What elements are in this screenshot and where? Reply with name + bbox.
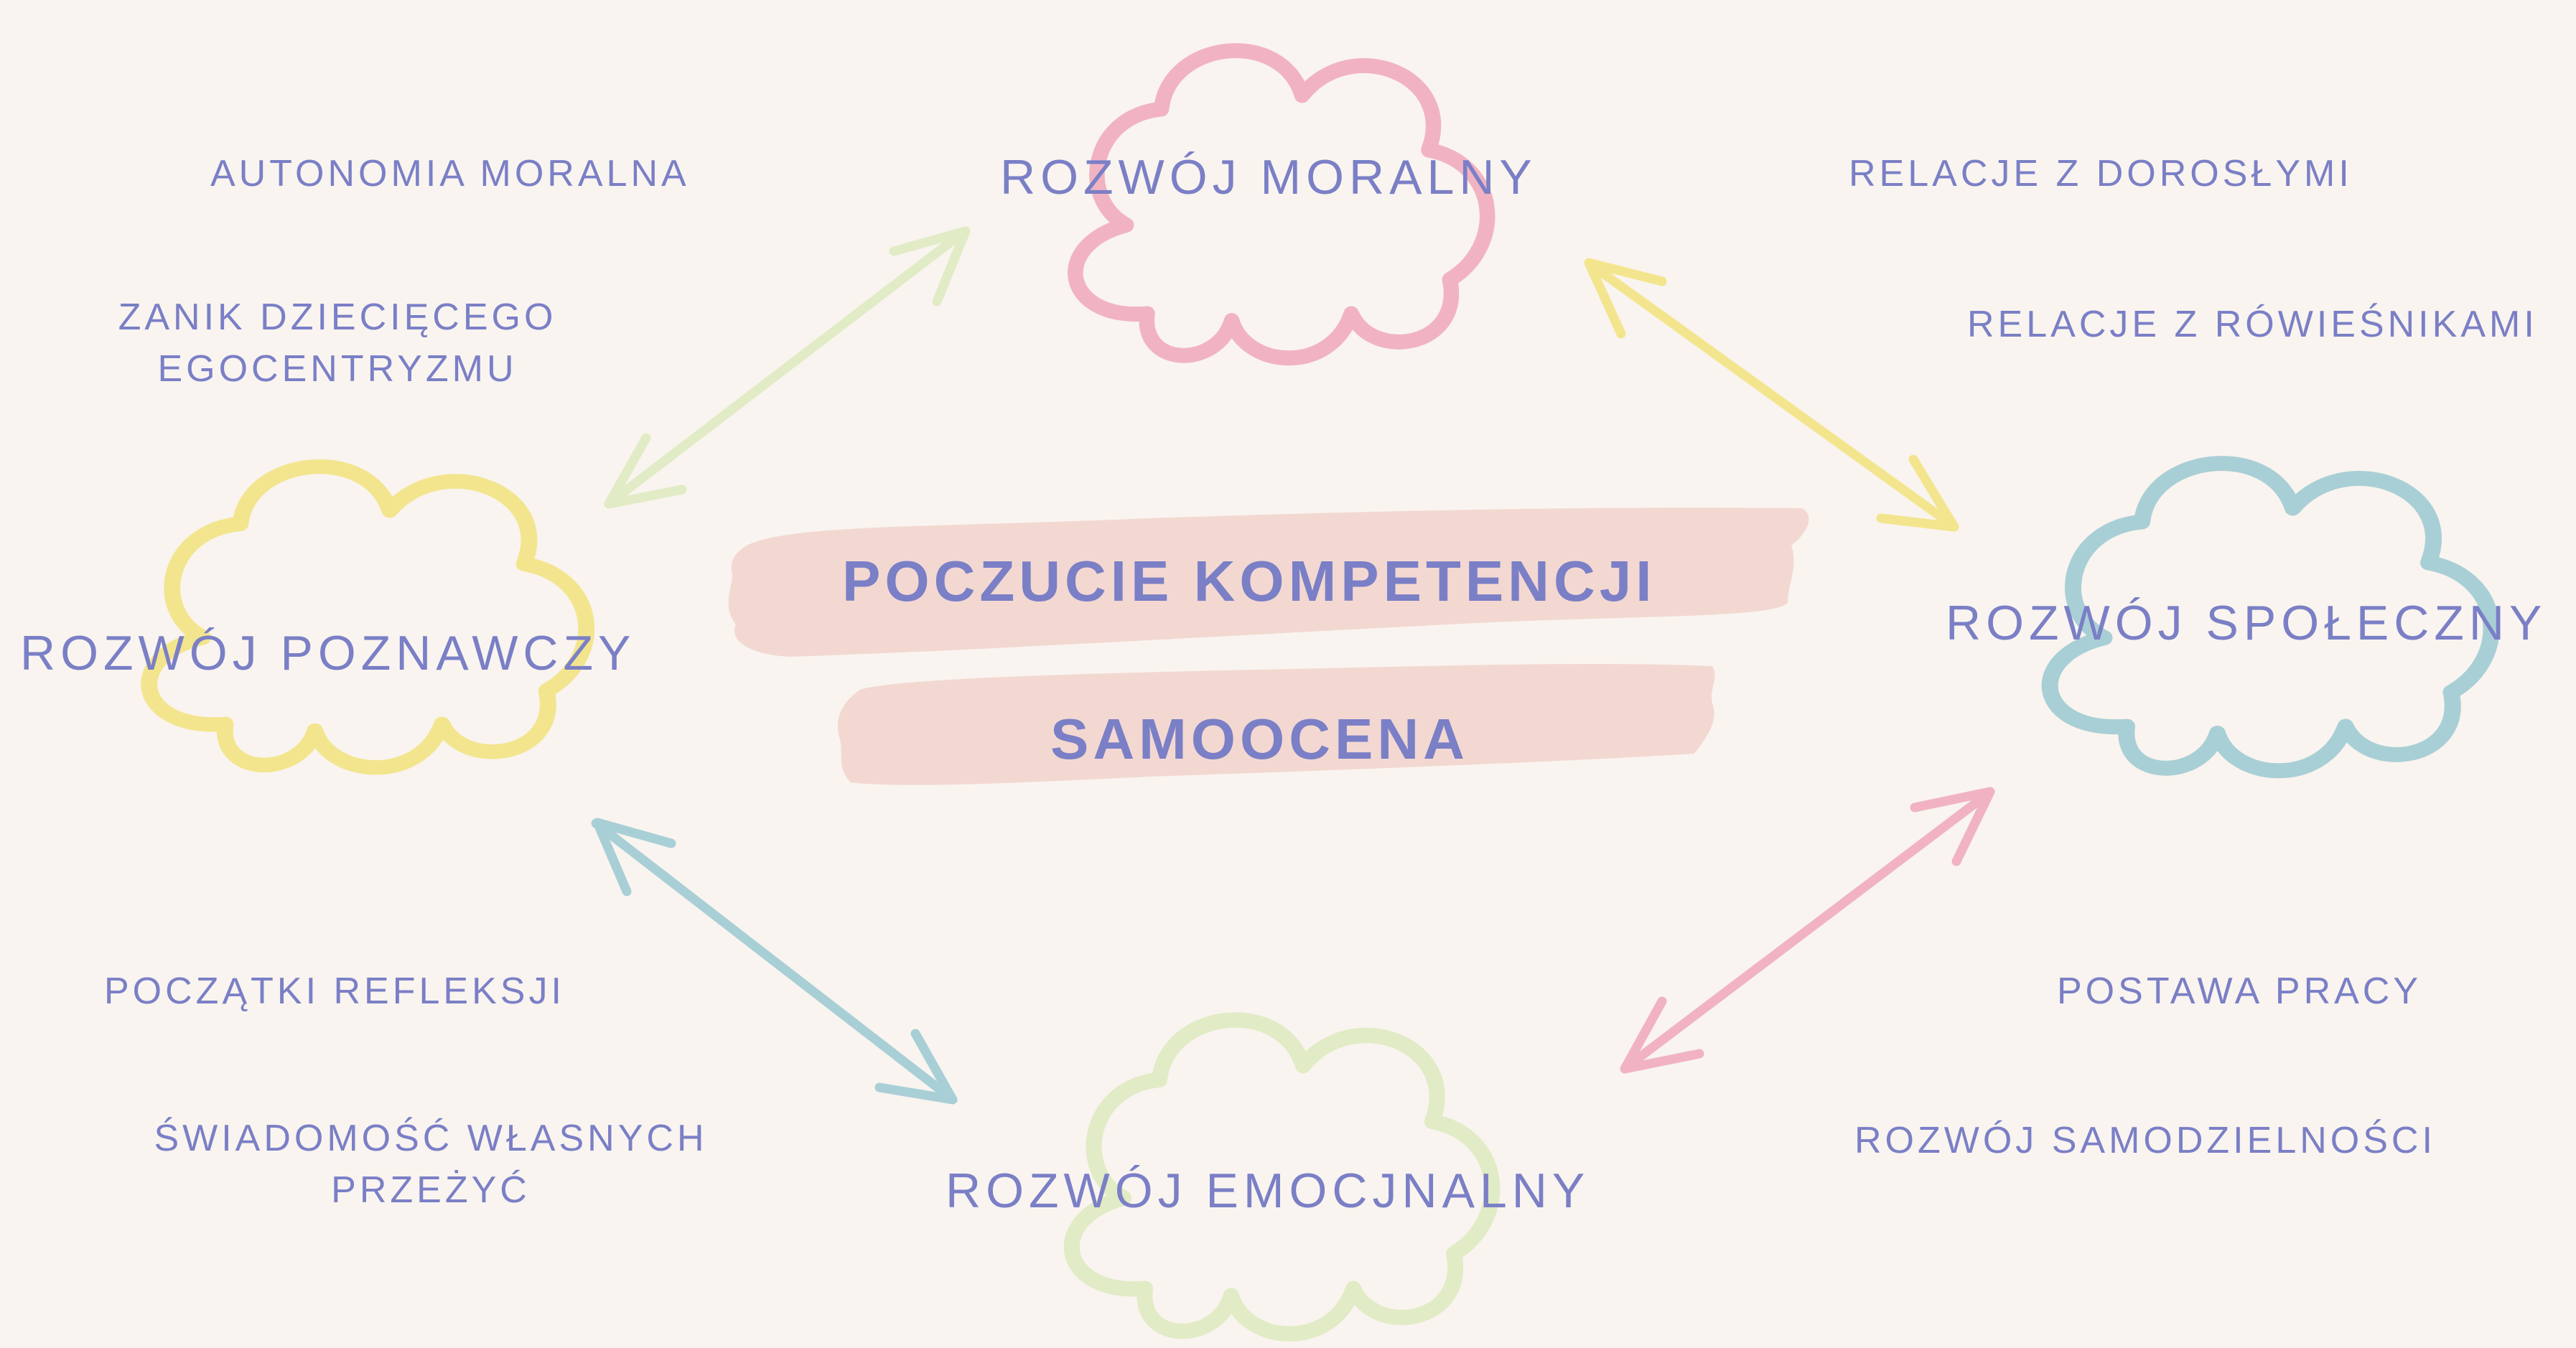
note-work-attitude: POSTAWA PRACY xyxy=(2057,970,2422,1012)
center-title-competence: POCZUCIE KOMPETENCJI xyxy=(842,549,1656,613)
note-egocentrism-line1: ZANIK DZIECIĘCEGO xyxy=(118,296,557,338)
note-awareness-line2: PRZEŻYĆ xyxy=(331,1169,531,1211)
note-relations-peers: RELACJE Z RÓWIEŚNIKAMI xyxy=(1967,304,2538,345)
cloud-label-moral: ROZWÓJ MORALNY xyxy=(1000,150,1537,205)
note-awareness: ŚWIADOMOŚĆ WŁASNYCH PRZEŻYĆ xyxy=(129,1113,732,1216)
cloud-cognitive-icon xyxy=(149,467,587,767)
cloud-label-emotional: ROZWÓJ EMOCJNALNY xyxy=(946,1164,1590,1218)
arrow-moral-social xyxy=(1584,258,1959,532)
center-title-self-esteem: SAMOOCENA xyxy=(1050,707,1469,771)
note-awareness-line1: ŚWIADOMOŚĆ WŁASNYCH xyxy=(154,1118,708,1159)
note-reflection: POCZĄTKI REFLEKSJI xyxy=(104,970,565,1012)
cloud-label-cognitive: ROZWÓJ POZNAWCZY xyxy=(20,626,636,680)
brush-stroke-bottom xyxy=(837,664,1715,785)
arrow-moral-cognitive xyxy=(604,226,971,509)
note-moral-autonomy: AUTONOMIA MORALNA xyxy=(210,153,690,195)
arrow-cognitive-emotional xyxy=(591,818,958,1105)
arrow-emotional-social xyxy=(1620,787,1995,1074)
note-relations-adults: RELACJE Z DOROSŁYMI xyxy=(1849,153,2353,195)
note-egocentrism-line2: EGOCENTRYZMU xyxy=(157,348,518,390)
note-egocentrism: ZANIK DZIECIĘCEGO EGOCENTRYZMU xyxy=(93,291,582,395)
brush-stroke-top xyxy=(728,507,1809,657)
center-brush-strokes xyxy=(728,507,1809,785)
note-independence: ROZWÓJ SAMODZIELNOŚCI xyxy=(1854,1120,2436,1161)
cloud-label-social: ROZWÓJ SPOŁECZNY xyxy=(1946,596,2547,650)
